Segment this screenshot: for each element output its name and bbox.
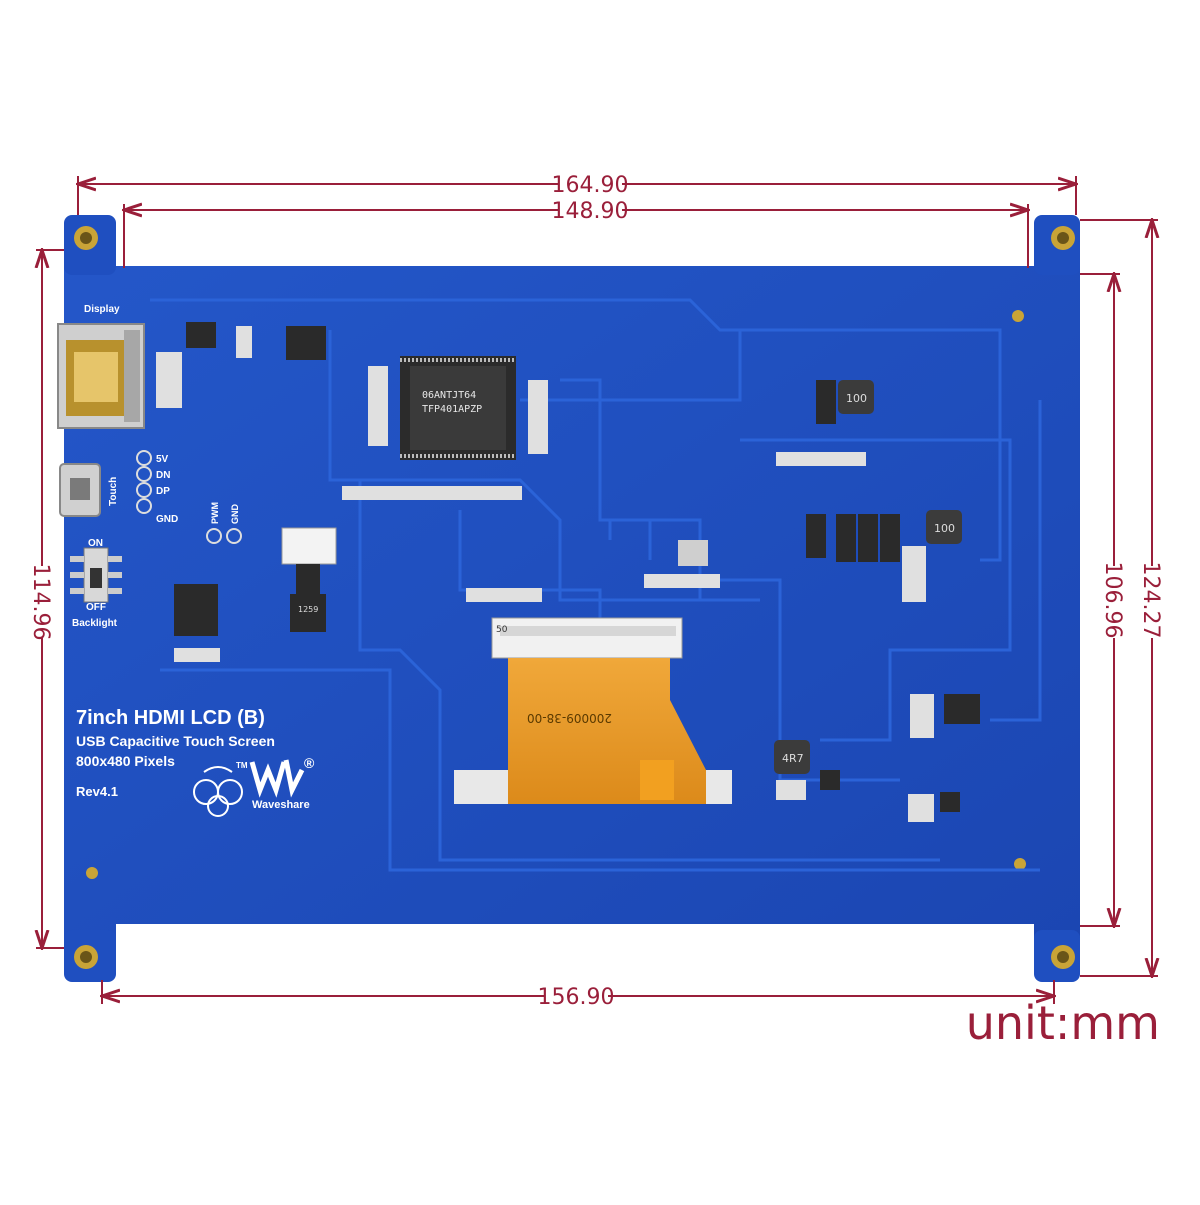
main-chip-tfp401	[400, 356, 516, 460]
tm-mark: TM	[236, 761, 248, 770]
waveshare-logo	[249, 759, 305, 798]
display-label: Display	[84, 304, 120, 315]
off-label: OFF	[86, 602, 106, 613]
pin-label-5v: 5V	[156, 454, 169, 465]
hdmi-port	[57, 323, 145, 429]
chip-text-line2: TFP401APZP	[422, 404, 482, 415]
dim-left: 114.96	[28, 564, 53, 641]
pin-label-dp: DP	[156, 486, 170, 497]
inductor-3	[774, 740, 810, 774]
dim-right-outer: 124.27	[1138, 562, 1163, 639]
gnd-label: GND	[230, 504, 240, 525]
inductor-1	[838, 380, 874, 414]
dim-top-inner: 148.90	[552, 199, 629, 224]
cable-label: 1259	[298, 605, 318, 614]
on-label: ON	[88, 538, 103, 549]
micro-usb-port	[59, 463, 101, 517]
pwm-label: PWM	[210, 502, 220, 524]
registered-mark: ®	[304, 755, 315, 771]
dim-bottom: 156.90	[538, 985, 615, 1010]
backlight-label: Backlight	[72, 618, 118, 629]
board-revision: Rev4.1	[76, 784, 118, 799]
inductor-3-label: 4R7	[782, 752, 804, 765]
inductor-1-label: 100	[846, 392, 867, 405]
raspberry-logo	[193, 766, 243, 817]
mounting-holes	[74, 226, 1075, 969]
components	[156, 322, 980, 822]
board-title: 7inch HDMI LCD (B)	[76, 707, 265, 729]
brand-label: Waveshare	[252, 799, 310, 811]
ffc-pin-label: 50	[496, 625, 508, 635]
backlight-switch	[70, 547, 122, 603]
touch-label: Touch	[108, 477, 119, 506]
inductor-2-label: 100	[934, 522, 955, 535]
board-resolution: 800x480 Pixels	[76, 753, 175, 769]
ffc-connector	[491, 617, 683, 659]
fpc-ribbon	[454, 658, 732, 804]
dim-right-inner: 106.96	[1100, 562, 1125, 639]
touch-pin-header	[136, 450, 242, 544]
pin-label-dn: DN	[156, 470, 170, 481]
board-subtitle: USB Capacitive Touch Screen	[76, 733, 275, 749]
unit-label: unit:mm	[965, 996, 1160, 1050]
fpc-code: 200009-38-00	[527, 711, 612, 725]
dim-top-outer: 164.90	[552, 173, 629, 198]
chip-text-line1: 06ANTJT64	[422, 390, 476, 401]
pin-label-gnd: GND	[156, 514, 178, 525]
inductor-2	[926, 510, 962, 544]
touch-cable	[281, 527, 337, 632]
